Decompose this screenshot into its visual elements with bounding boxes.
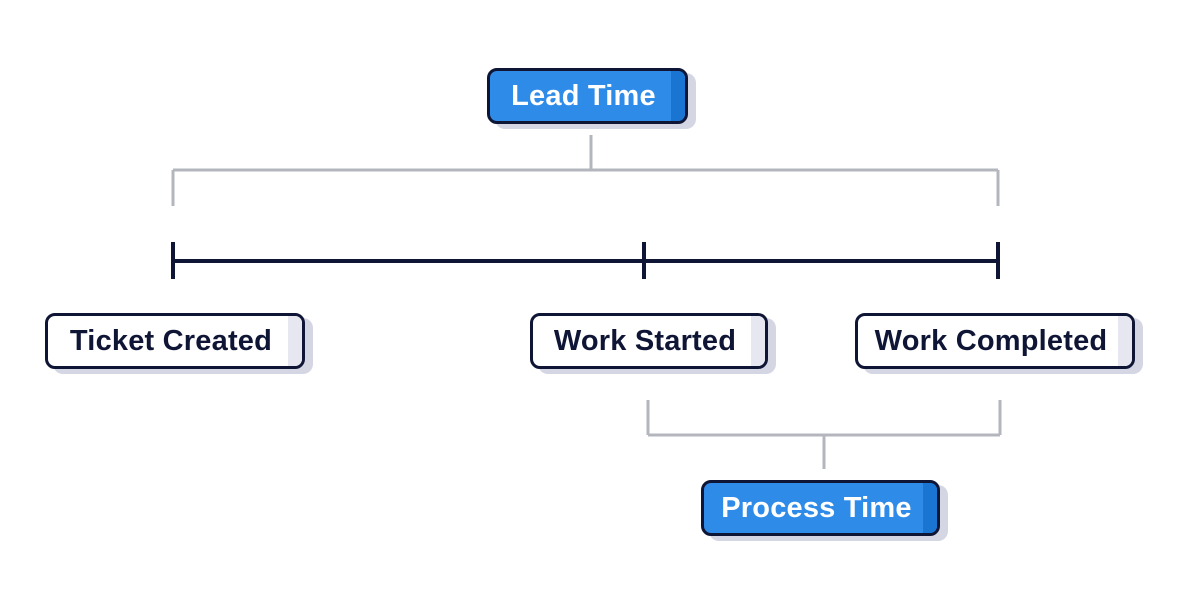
box-shade <box>288 316 302 366</box>
lead-time-label: Lead Time <box>511 79 656 112</box>
lead-time-box: Lead Time <box>487 68 688 124</box>
work-started-label: Work Started <box>553 324 737 357</box>
ticket-created-box: Ticket Created <box>45 313 305 369</box>
box-shade <box>751 316 765 366</box>
process-time-bracket <box>646 400 1002 469</box>
work-started-box: Work Started <box>530 313 768 369</box>
lead-time-bracket <box>171 135 1000 206</box>
box-shade <box>671 71 685 121</box>
process-time-box: Process Time <box>701 480 940 536</box>
work-completed-label: Work Completed <box>874 324 1108 357</box>
work-completed-box: Work Completed <box>855 313 1135 369</box>
box-shade <box>1118 316 1132 366</box>
process-time-label: Process Time <box>721 491 912 524</box>
timeline <box>171 242 1000 279</box>
ticket-created-label: Ticket Created <box>69 324 273 357</box>
box-shade <box>923 483 937 533</box>
